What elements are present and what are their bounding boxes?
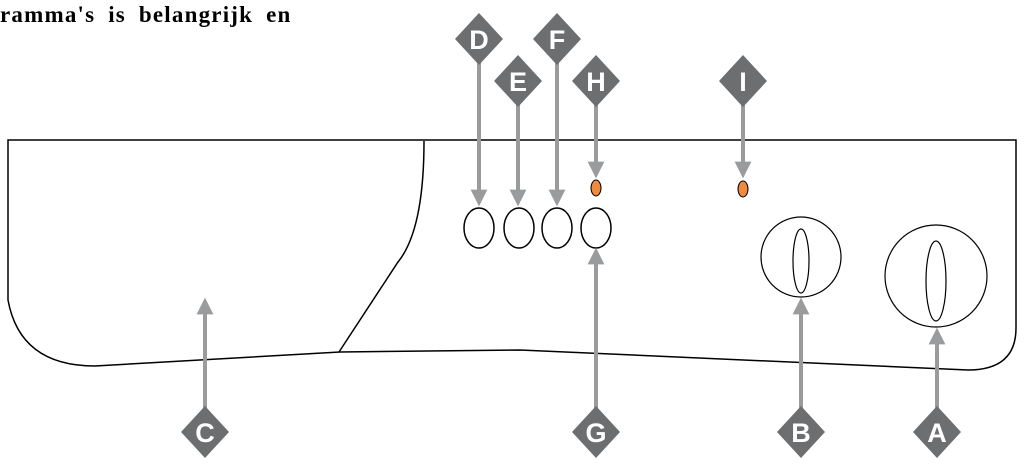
callout-c-diamond: [181, 406, 229, 458]
left-knob[interactable]: [760, 216, 842, 298]
callout-a-label: A: [927, 418, 947, 448]
button-2[interactable]: [503, 207, 535, 249]
indicator-light-1: [590, 179, 602, 197]
callout-g-diamond: [572, 406, 620, 458]
callout-e-diamond: [494, 55, 542, 107]
indicator-light-2: [737, 180, 749, 198]
callout-i-diamond: [719, 55, 767, 107]
button-1[interactable]: [463, 207, 495, 249]
callout-d-label: D: [469, 25, 489, 55]
callout-d-diamond: [455, 13, 503, 65]
callout-c-label: C: [195, 418, 215, 448]
callout-e-label: E: [509, 67, 527, 97]
callout-g-label: G: [585, 418, 606, 448]
header-text: ramma's is belangrijk en: [0, 2, 292, 27]
right-knob[interactable]: [884, 224, 988, 328]
panel-outline: [7, 139, 1017, 371]
detergent-drawer-divider: [338, 140, 425, 353]
callout-f-label: F: [549, 25, 566, 55]
callout-h-label: H: [586, 67, 606, 97]
callout-h-diamond: [572, 55, 620, 107]
callout-a-diamond: [913, 406, 961, 458]
button-4[interactable]: [580, 207, 612, 249]
button-3[interactable]: [541, 207, 573, 249]
callout-b-label: B: [791, 418, 811, 448]
callout-f-diamond: [533, 13, 581, 65]
callout-i-label: I: [739, 67, 747, 97]
callout-b-diamond: [777, 406, 825, 458]
